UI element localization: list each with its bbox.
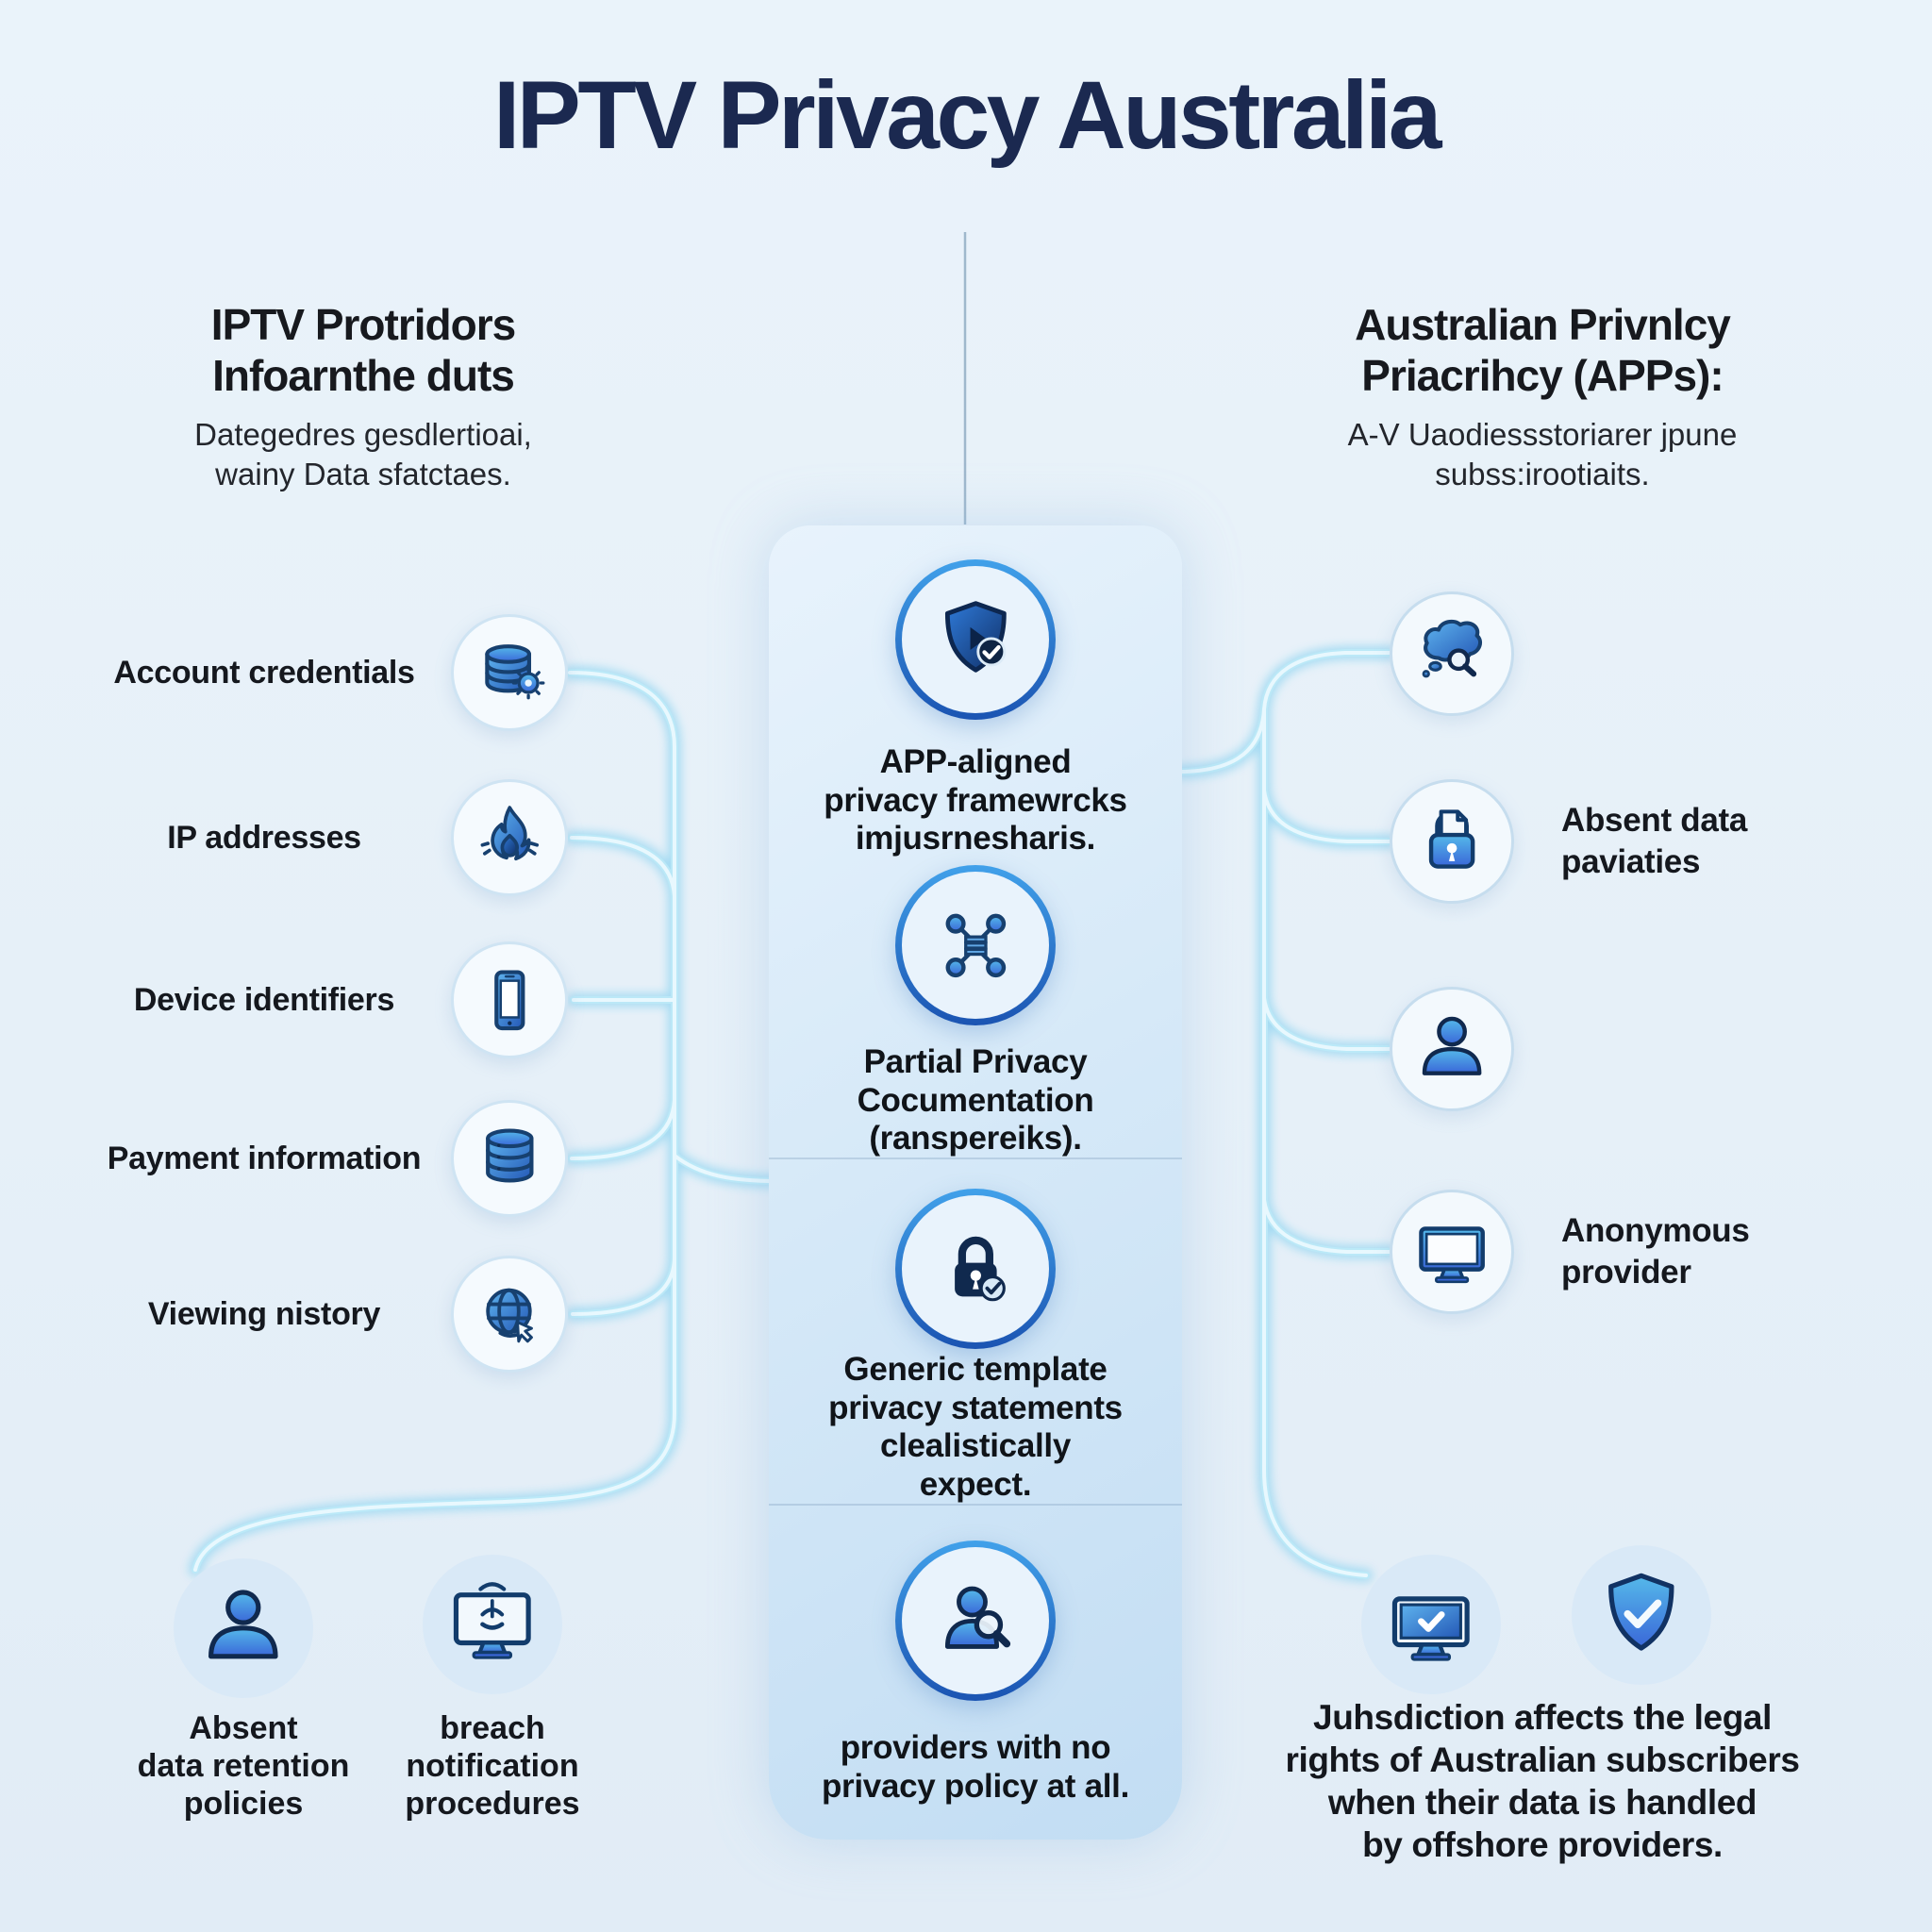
- bottom-left-item-label: breach notification procedures: [405, 1710, 580, 1822]
- monitor-breach-icon: [423, 1555, 562, 1694]
- page-title: IPTV Privacy Australia: [492, 61, 1442, 169]
- center-item-label: Generic template privacy statements clea…: [828, 1351, 1123, 1503]
- server-icon: [451, 1100, 568, 1217]
- center-item-label: providers with no privacy policy at all.: [821, 1729, 1130, 1805]
- database-gear-icon: [451, 614, 568, 731]
- person-search-icon: [895, 1541, 1056, 1701]
- flame-icon: [451, 779, 568, 896]
- center-item-label: Partial Privacy Cocumentation (ransperei…: [857, 1043, 1094, 1158]
- center-item-label: APP-aligned privacy framewrcks imjusrnes…: [824, 743, 1127, 858]
- thought-bubble-search-icon: [1390, 591, 1514, 716]
- person-icon: [1390, 987, 1514, 1111]
- person-icon: [174, 1558, 313, 1698]
- smartphone-icon: [451, 941, 568, 1058]
- jurisdiction-note: Juhsdiction affects the legal rights of …: [1285, 1698, 1800, 1865]
- left-column-header: IPTV Protridors Infoarnthe duts Dategedr…: [90, 299, 637, 494]
- lock-document-icon: [1390, 779, 1514, 904]
- left-item-label: Account credentials: [113, 655, 415, 691]
- shield-play-check-icon: [895, 559, 1056, 720]
- left-column-subheading: Dategedres gesdlertioai, wainy Data sfat…: [194, 416, 532, 491]
- left-item-label: IP addresses: [167, 820, 361, 856]
- right-column-subheading: A-V Uaodiessstoriarer jpune subss:irooti…: [1347, 416, 1738, 491]
- monitor-icon: [1390, 1190, 1514, 1314]
- panel-divider: [769, 1158, 1182, 1159]
- bottom-left-item-label: Absent data retention policies: [137, 1710, 350, 1822]
- network-nodes-icon: [895, 865, 1056, 1025]
- right-item-label: Anonymous provider: [1561, 1212, 1750, 1291]
- left-column-heading: IPTV Protridors Infoarnthe duts: [210, 300, 516, 401]
- monitor-check-icon: [1361, 1555, 1501, 1694]
- lock-check-icon: [895, 1189, 1056, 1349]
- shield-check-icon: [1572, 1545, 1711, 1685]
- right-column-header: Australian Privnlcy Priacrihcy (APPs): A…: [1269, 299, 1816, 494]
- left-item-label: Payment information: [107, 1141, 422, 1176]
- right-column-heading: Australian Privnlcy Priacrihcy (APPs):: [1355, 300, 1731, 401]
- left-item-label: Viewing nistory: [147, 1296, 381, 1332]
- globe-cursor-icon: [451, 1256, 568, 1373]
- right-item-label: Absent data paviaties: [1561, 802, 1748, 880]
- panel-divider: [769, 1504, 1182, 1506]
- left-item-label: Device identifiers: [133, 982, 395, 1018]
